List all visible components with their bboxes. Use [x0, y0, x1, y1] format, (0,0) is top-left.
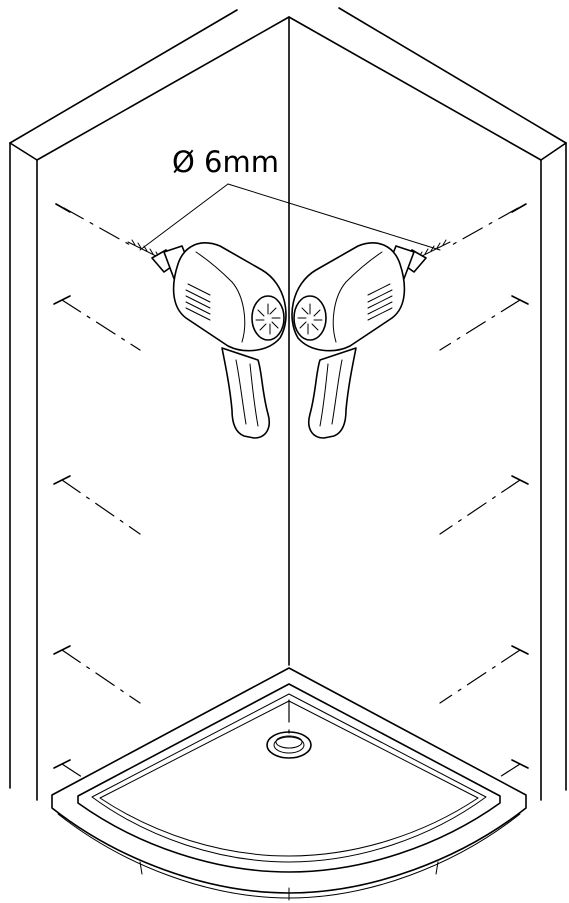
- drill-icon: [127, 239, 287, 439]
- alignment-line: [61, 299, 141, 351]
- tray-tick: [139, 861, 143, 875]
- alignment-line: [439, 299, 521, 351]
- right-wall-inner-top-edge: [288, 16, 542, 161]
- shower-tray: [51, 667, 527, 901]
- tray-basin-outline: [77, 683, 501, 873]
- alignment-line: [61, 479, 141, 535]
- alignment-line: [63, 207, 133, 247]
- hole-markers: [53, 203, 529, 816]
- tray-tick: [435, 861, 439, 875]
- drain-icon: [266, 731, 312, 759]
- drill-icon: [291, 239, 451, 439]
- alignment-line: [449, 207, 519, 247]
- left-wall-corner-cap: [9, 142, 38, 161]
- right-wall-top-edge: [338, 7, 567, 144]
- tray-basin-inner: [91, 693, 487, 863]
- right-wall-corner-cap: [540, 142, 567, 161]
- tray-basin-floor: [99, 700, 479, 857]
- leader-line-right: [227, 183, 441, 251]
- left-wall-inner-top-edge: [36, 16, 290, 161]
- drill-bit-size-label: Ø 6mm: [172, 145, 279, 179]
- alignment-line: [61, 649, 141, 704]
- shower-walls: [9, 7, 567, 801]
- callout-leaders: [139, 183, 441, 251]
- alignment-line: [439, 479, 521, 535]
- left-wall-top-edge: [9, 9, 238, 144]
- leader-line-left: [139, 183, 229, 251]
- alignment-line: [439, 649, 521, 704]
